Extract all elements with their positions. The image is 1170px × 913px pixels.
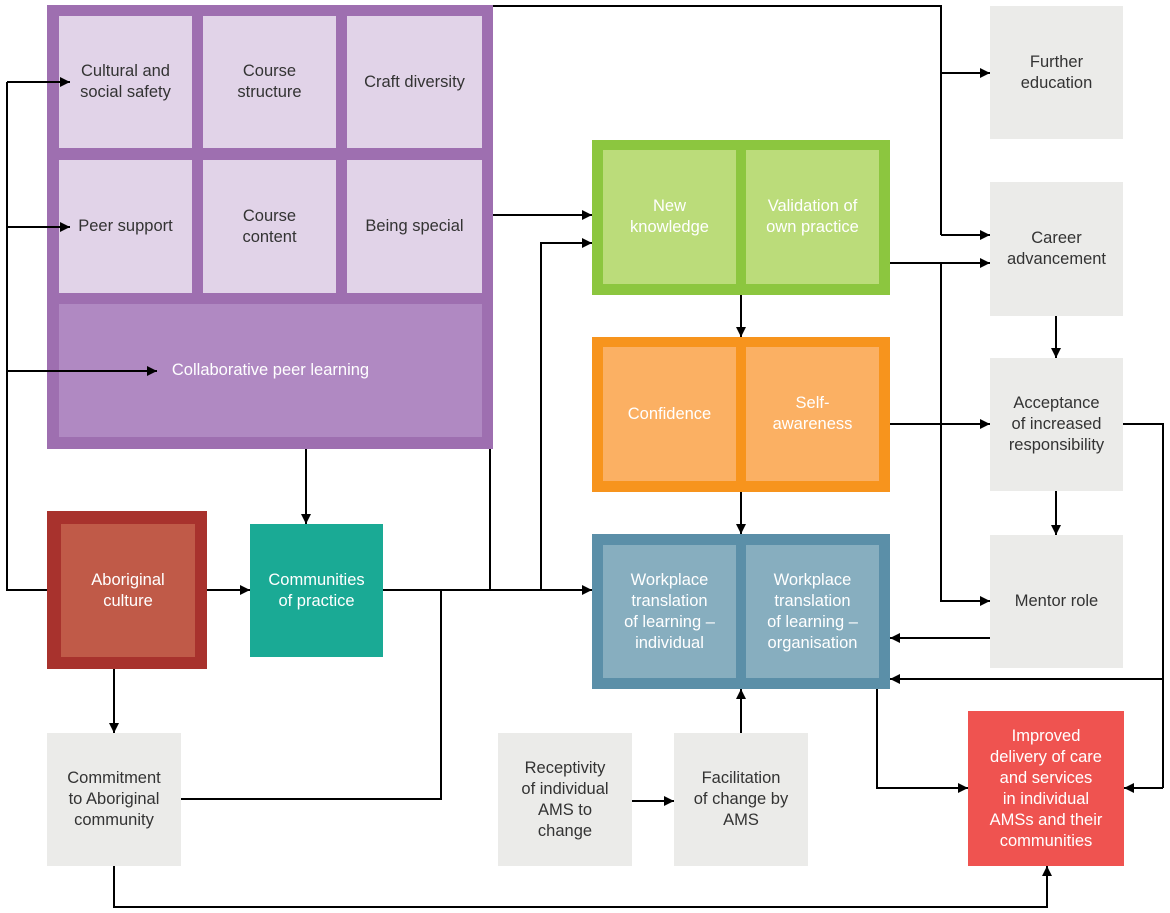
node-being-special: Being special [347, 160, 482, 293]
line-purple-top [493, 5, 942, 235]
node-receptivity-label: Receptivity of individual AMS to change [521, 758, 609, 840]
node-workplace-individual-label: Workplace translation of learning – indi… [624, 570, 715, 652]
arrow-commitment-to-improved [113, 866, 1052, 908]
node-craft-diversity-label: Craft diversity [364, 72, 465, 91]
node-validation-own-practice-label: Validation of own practice [766, 197, 859, 236]
node-facilitation: Facilitation of change by AMS [674, 733, 808, 866]
node-confidence: Confidence [603, 347, 736, 481]
node-communities-of-practice-label: Communities of practice [268, 570, 365, 610]
node-being-special-label: Being special [365, 217, 464, 235]
node-workplace-individual: Workplace translation of learning – indi… [603, 545, 736, 678]
node-craft-diversity: Craft diversity [347, 16, 482, 148]
node-commitment-aboriginal-community: Commitment to Aboriginal community [47, 733, 181, 866]
node-acceptance-responsibility: Acceptance of increased responsibility [990, 358, 1123, 491]
node-mentor-role: Mentor role [990, 535, 1123, 668]
node-improved-delivery: Improved delivery of care and services i… [968, 711, 1124, 866]
node-acceptance-responsibility-label: Acceptance of increased responsibility [1008, 394, 1105, 454]
node-course-structure-label: Course structure [237, 62, 302, 101]
node-new-knowledge-label: New knowledge [630, 197, 709, 236]
node-facilitation-label: Facilitation of change by AMS [693, 769, 789, 829]
line-acceptance-right [1123, 423, 1164, 788]
node-validation-own-practice: Validation of own practice [746, 150, 879, 284]
arrow-branch-to-new-knowledge [540, 238, 592, 590]
line-commitment-to-workplace [181, 590, 442, 800]
node-further-education: Further education [990, 6, 1123, 139]
arrow-workplace-to-improved [876, 689, 968, 793]
node-aboriginal-culture-label: Aboriginal culture [91, 570, 165, 610]
node-career-advancement: Career advancement [990, 182, 1123, 316]
node-improved-delivery-label: Improved delivery of care and services i… [989, 726, 1103, 850]
node-course-content-label: Course content [242, 206, 297, 246]
node-course-structure: Course structure [203, 16, 336, 148]
node-new-knowledge: New knowledge [603, 150, 736, 284]
node-workplace-organisation-label: Workplace translation of learning – orga… [767, 570, 858, 652]
node-aboriginal-culture: Aboriginal culture [61, 524, 195, 657]
node-commitment-aboriginal-community-label: Commitment to Aboriginal community [67, 769, 161, 829]
node-confidence-label: Confidence [627, 404, 712, 423]
node-peer-support: Peer support [59, 160, 192, 293]
node-receptivity: Receptivity of individual AMS to change [498, 733, 632, 866]
node-collaborative-peer-learning-label: Collaborative peer learning [171, 361, 370, 379]
node-further-education-label: Further education [1020, 52, 1093, 92]
node-course-content: Course content [203, 160, 336, 293]
node-cultural-social-safety: Cultural and social safety [59, 16, 192, 148]
node-cultural-social-safety-label: Cultural and social safety [80, 62, 171, 101]
node-mentor-role-label: Mentor role [1014, 592, 1099, 610]
node-peer-support-label: Peer support [78, 217, 173, 235]
node-self-awareness: Self- awareness [746, 347, 879, 481]
node-communities-of-practice: Communities of practice [250, 524, 383, 657]
arrow-green-to-mentor [940, 263, 990, 606]
arrow-culture-to-purple-spine [6, 82, 47, 591]
node-workplace-organisation: Workplace translation of learning – orga… [746, 545, 879, 678]
node-career-advancement-label: Career advancement [1006, 229, 1107, 268]
node-self-awareness-label: Self- awareness [772, 394, 853, 433]
